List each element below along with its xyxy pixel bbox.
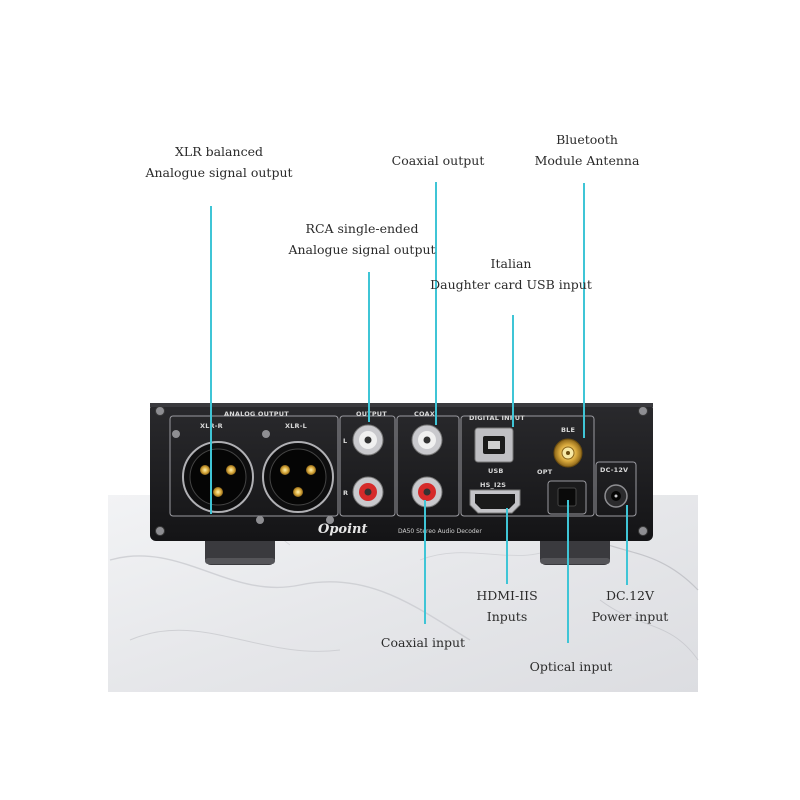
panel-model-text: DA50 Stereo Audio Decoder — [398, 528, 482, 535]
callout-coax-out-line-1: Coaxial output — [391, 153, 485, 168]
callout-hdmi-line-2: Inputs — [486, 609, 528, 624]
callout-usb-line-2: Daughter card USB input — [430, 277, 592, 292]
panel-label-channel-l: L — [343, 437, 348, 445]
callout-dc-line-2: Power input — [591, 609, 669, 624]
panel-label-hdmi: HS_I2S — [480, 481, 507, 489]
panel-label-dc: DC-12V — [600, 466, 629, 474]
callout-line-xlr — [210, 206, 212, 514]
callout-line-dc — [626, 505, 628, 585]
callout-dc-line-1: DC.12V — [605, 588, 655, 603]
callout-line-coax-in — [424, 500, 426, 624]
panel-label-xlr-l: XLR-L — [285, 422, 307, 430]
callout-usb-line-1: Italian — [490, 256, 532, 271]
brand-logo: Opoint — [318, 522, 368, 537]
chassis — [150, 403, 653, 541]
panel-label-usb: USB — [488, 467, 504, 475]
callout-xlr: XLR balanced Analogue signal output — [145, 141, 292, 183]
callout-line-coax-out — [435, 182, 437, 425]
callout-dc: DC.12V Power input — [592, 585, 669, 627]
callout-xlr-line-2: Analogue signal output — [145, 165, 293, 180]
callout-ble: Bluetooth Module Antenna — [535, 129, 640, 171]
callout-rca: RCA single-ended Analogue signal output — [288, 218, 435, 260]
callout-hdmi-line-1: HDMI-IIS — [476, 588, 538, 603]
callout-line-optical — [567, 500, 569, 643]
callout-line-usb — [512, 315, 514, 427]
callout-coax-in: Coaxial input — [381, 632, 465, 653]
callout-optical-line-1: Optical input — [529, 659, 613, 674]
callout-line-rca — [368, 272, 370, 422]
panel-label-ble: BLE — [561, 426, 576, 434]
panel-label-output: OUTPUT — [356, 410, 387, 418]
callout-usb: Italian Daughter card USB input — [430, 253, 592, 295]
callout-xlr-line-1: XLR balanced — [175, 144, 263, 159]
panel-label-channel-r: R — [343, 489, 349, 497]
callout-ble-line-2: Module Antenna — [534, 153, 640, 168]
callout-ble-line-1: Bluetooth — [556, 132, 618, 147]
panel-label-analog-output: ANALOG OUTPUT — [224, 410, 289, 418]
callout-rca-line-2: Analogue signal output — [288, 242, 436, 257]
callout-line-ble — [583, 183, 585, 438]
callout-coax-out: Coaxial output — [392, 150, 485, 171]
callout-hdmi: HDMI-IIS Inputs — [476, 585, 537, 627]
callout-optical: Optical input — [530, 656, 613, 677]
callout-rca-line-1: RCA single-ended — [305, 221, 419, 236]
panel-label-opt: OPT — [537, 468, 553, 476]
callout-line-hdmi — [506, 508, 508, 584]
callout-coax-in-line-1: Coaxial input — [380, 635, 466, 650]
panel-label-digital-input: DIGITAL INPUT — [469, 414, 525, 422]
panel-label-coax: COAX — [414, 410, 435, 418]
